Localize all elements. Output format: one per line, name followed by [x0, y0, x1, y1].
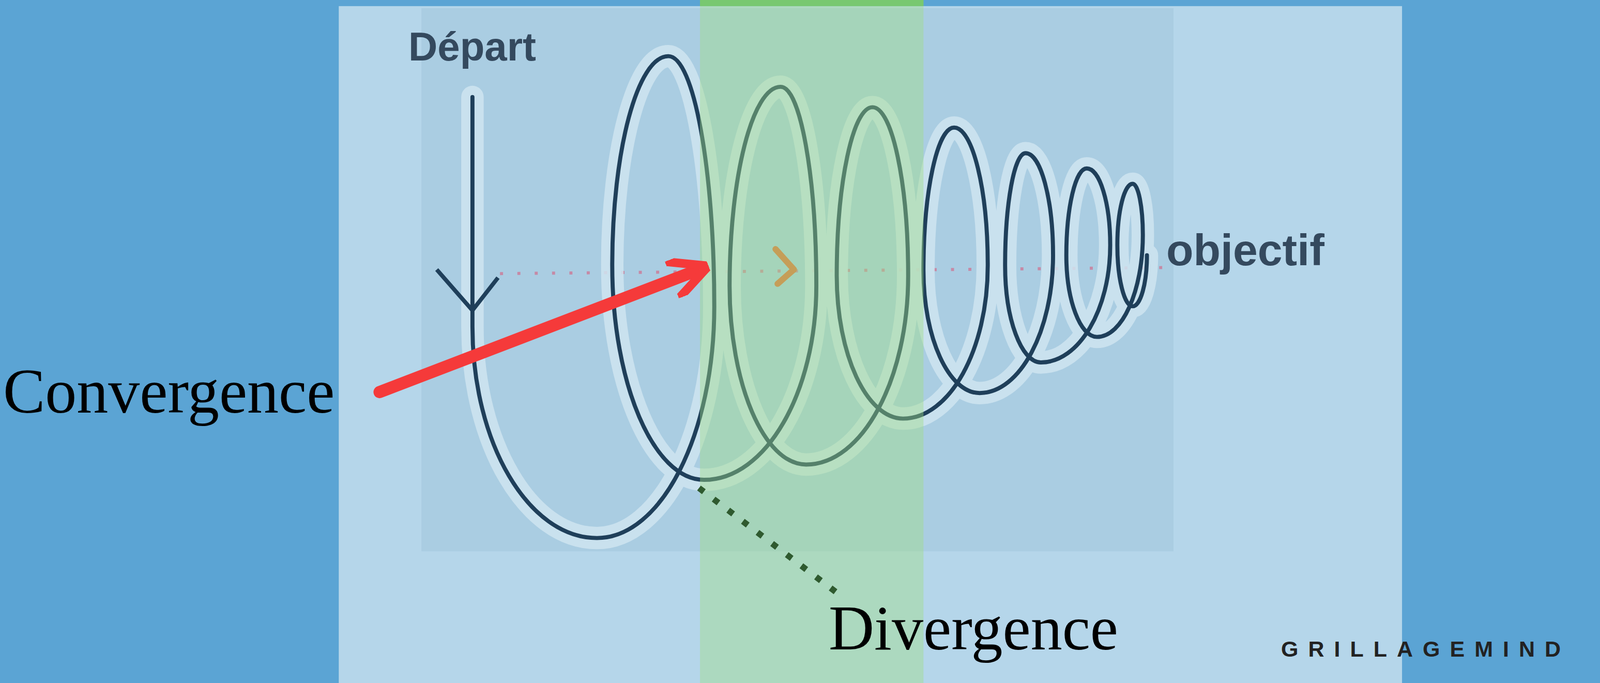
- start-arrowhead: [436, 269, 498, 311]
- goal-label: objectif: [1166, 225, 1325, 275]
- green-band-top: [699, 0, 924, 7]
- divergence-label: Divergence: [828, 593, 1119, 663]
- convergence-arrow: [379, 271, 694, 392]
- divergence-leader: [698, 488, 839, 594]
- green-band: [699, 0, 924, 683]
- watermark: GRILLAGEMIND: [1281, 636, 1571, 662]
- start-label: Départ: [408, 24, 537, 70]
- convergence-label: Convergence: [3, 356, 335, 426]
